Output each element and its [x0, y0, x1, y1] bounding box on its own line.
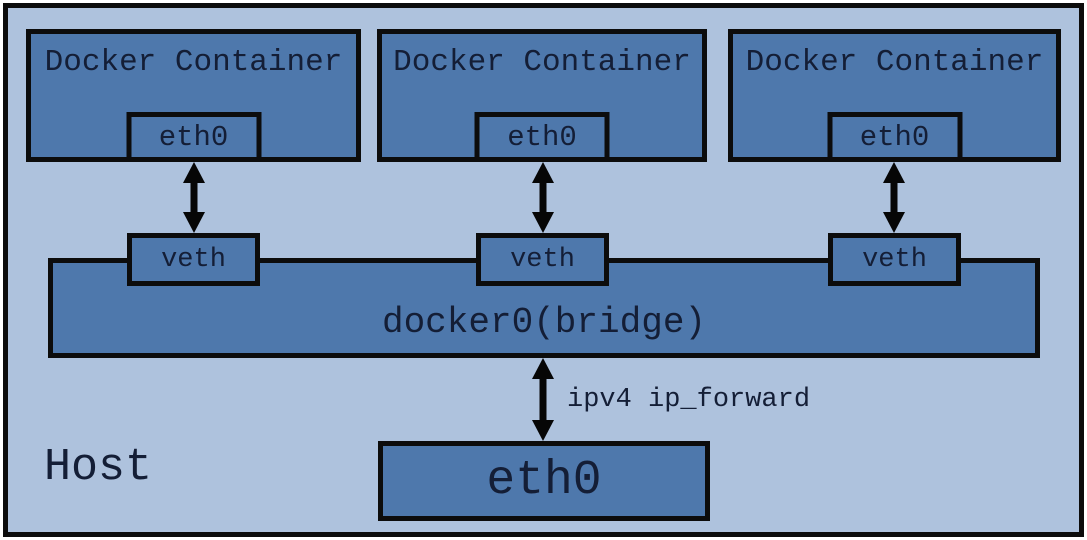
docker-container-box-2: Docker Container eth0 [377, 29, 707, 162]
docker0-bridge-label: docker0(bridge) [381, 302, 707, 343]
double-arrow-icon [183, 162, 205, 233]
ip-forward-label: ipv4 ip_forward [567, 385, 811, 415]
container-eth0-box: eth0 [474, 112, 610, 162]
docker-container-title: Docker Container [393, 45, 691, 80]
docker-container-box-1: Docker Container eth0 [26, 29, 361, 162]
veth-box-3: veth [828, 233, 961, 286]
veth-box-2: veth [476, 233, 609, 286]
docker-container-title: Docker Container [745, 45, 1044, 80]
veth-box-1: veth [127, 233, 260, 286]
host-label: Host [44, 442, 153, 493]
double-arrow-icon [532, 162, 554, 233]
docker-container-box-3: Docker Container eth0 [728, 29, 1061, 162]
double-arrow-icon [883, 162, 905, 233]
container-eth0-box: eth0 [827, 112, 962, 162]
docker-container-title: Docker Container [44, 45, 343, 80]
host-eth0-box: eth0 [378, 441, 710, 521]
container-eth0-box: eth0 [126, 112, 261, 162]
double-arrow-icon [532, 358, 554, 441]
